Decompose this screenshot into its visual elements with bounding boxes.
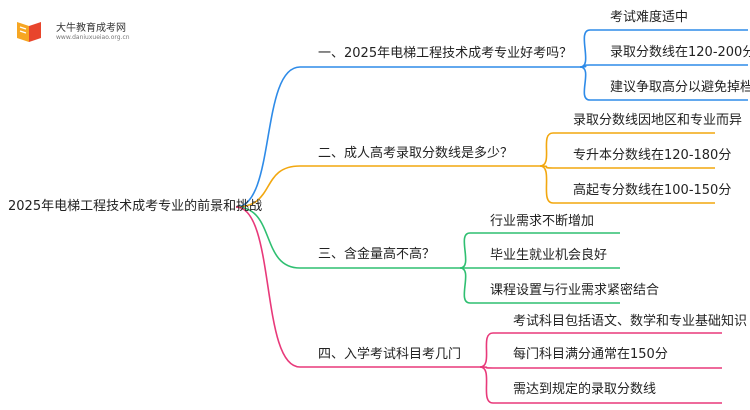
branch-4-connector [235,206,480,368]
branch-2-leaf-2: 专升本分数线在120-180分 [573,148,732,163]
branch-3-leaf-3: 课程设置与行业需求紧密结合 [490,283,660,298]
logo-title: 大牛教育成考网 [56,23,126,34]
branch-3-label: 三、含金量高不高？ [318,247,436,262]
branch-3-leaf-2: 毕业生就业机会良好 [490,248,608,263]
branch-1-leaf-2-connector [579,64,748,68]
branch-2-leaf-2-connector [539,165,715,169]
branch-4-label: 四、入学考试科目考几门 [318,347,462,362]
branch-4-leaf-1-connector [479,332,722,368]
root-topic: 2025年电梯工程技术成考专业的前景和挑战 [8,199,263,214]
branch-3-leaf-1: 行业需求不断增加 [490,214,595,229]
branch-4-leaf-3-connector [479,366,722,404]
branch-2-connector [235,165,540,208]
site-logo: 大牛教育成考网 www.daniuxueiao.org.cn [14,16,234,46]
branch-3-connector [235,206,460,269]
branch-2-leaf-1-connector [539,132,715,167]
branch-1-leaf-3: 建议争取高分以避免掉档 [610,80,750,95]
branch-3-leaf-1-connector [459,232,620,269]
branch-1-label: 一、2025年电梯工程技术成考专业好考吗？ [318,46,573,61]
branch-3-leaf-3-connector [459,267,620,304]
branch-1-leaf-1: 考试难度适中 [610,10,689,25]
branch-4-leaf-2-connector [479,366,722,369]
branch-2-label: 二、成人高考录取分数线是多少？ [318,146,514,161]
branch-1-leaf-2: 录取分数线在120-200分 [610,45,750,60]
branch-1-connector [235,66,580,208]
branch-2-leaf-3: 高起专分数线在100-150分 [573,183,732,198]
branch-2-leaf-3-connector [539,165,715,204]
branch-1-leaf-3-connector [579,66,748,101]
branch-4-leaf-2: 每门科目满分通常在150分 [513,347,668,362]
branch-4-leaf-3: 需达到规定的录取分数线 [513,382,657,397]
branch-2-leaf-1: 录取分数线因地区和专业而异 [573,113,743,128]
branch-4-leaf-1: 考试科目包括语文、数学和专业基础知识 [513,314,748,329]
book-logo-icon [17,22,41,42]
logo-url: www.daniuxueiao.org.cn [56,34,130,41]
